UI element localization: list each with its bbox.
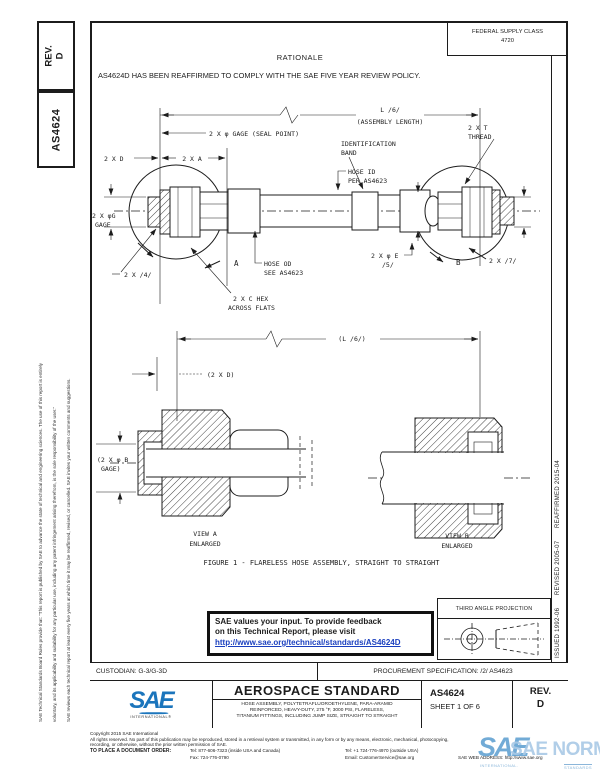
sae-logo-swoosh: [139, 712, 169, 715]
copyright-line: Copyright 2015 SAE International: [90, 731, 159, 736]
figure-caption: FIGURE 1 - FLARELESS HOSE ASSEMBLY, STRA…: [203, 559, 440, 567]
watermark-text: SAE NORM: [510, 739, 600, 760]
label-hex: 2 X C HEX: [233, 295, 268, 303]
label-assembly-length: L /6/: [380, 106, 400, 114]
watermark-international: INTERNATIONAL.: [480, 763, 519, 768]
rev-value: D: [55, 52, 66, 60]
label-dim-2x4: 2 X /4/: [124, 271, 151, 279]
sae-logo-subtext: INTERNATIONAL®: [130, 715, 172, 720]
label-view-a-caption: VIEW A: [193, 530, 217, 538]
document-type-heading: AEROSPACE STANDARD: [213, 681, 421, 700]
fax-number: Fax: 724-776-0790: [190, 755, 229, 760]
doc-number-value: AS4624: [430, 688, 465, 699]
label-enl-gage-b: (2 X φ B: [97, 456, 128, 464]
label-view-b-caption-2: ENLARGED: [441, 542, 472, 550]
doc-number-cell: AS4624 SHEET 1 OF 6: [422, 681, 513, 728]
order-label: TO PLACE A DOCUMENT ORDER:: [90, 748, 172, 754]
third-angle-projection-box: THIRD ANGLE PROJECTION: [437, 598, 551, 660]
label-dim-2xa: 2 X A: [182, 155, 202, 163]
label-enl-length: (L /6/): [338, 335, 365, 343]
titleblock-rev-value: D: [536, 699, 545, 710]
enlarged-views-drawing: [110, 409, 532, 539]
feedback-line1: SAE values your input. To provide feedba…: [215, 617, 382, 626]
document-subtitle-3: TITANIUM FITTINGS, INCLUDING JUMP SIZE, …: [236, 714, 398, 720]
label-gage-g-2: GAGE: [95, 221, 111, 229]
label-view-a-caption-2: ENLARGED: [189, 540, 220, 548]
titleblock-rev-label: REV.: [529, 686, 552, 697]
email-address: Email: CustomerService@sae.org: [345, 755, 415, 760]
web-address: SAE WEB ADDRESS: http://www.sae.org: [458, 755, 543, 760]
upper-assembly-dimensions: [104, 106, 531, 304]
document-subtitle-2: REINFORCED, HEAVY-DUTY, 275 °F, 3000 PSI…: [249, 708, 385, 714]
feedback-link[interactable]: http://www.sae.org/technical/standards/A…: [215, 637, 401, 647]
tel-outside: Tel: +1 724-776-4970 (outside USA): [345, 748, 419, 753]
label-thread-2: THREAD: [468, 133, 492, 141]
label-dim-2x7: 2 X /7/: [489, 257, 516, 265]
procurement-specification: PROCUREMENT SPECIFICATION: /2/ AS4623: [373, 668, 513, 675]
fsc-label: FEDERAL SUPPLY CLASS: [471, 29, 544, 35]
doc-number-box: AS4624: [37, 91, 75, 168]
rationale-body: AS4624D HAS BEEN REAFFIRMED TO COMPLY WI…: [98, 71, 421, 80]
label-hose-od: HOSE OD: [264, 260, 291, 268]
margin-disclaimer-line3: SAE reviews each technical report at lea…: [66, 378, 71, 722]
label-view-b-caption: VIEW B: [445, 532, 469, 540]
label-hose-id: HOSE ID: [348, 168, 375, 176]
sae-norm-watermark: SAE SAE NORM INTERNATIONAL. STANDARDS: [452, 732, 600, 776]
label-hose-id-2: PER AS4623: [348, 177, 387, 185]
feedback-line2: on this Technical Report, please visit: [215, 627, 356, 637]
label-hex-2: ACROSS FLATS: [228, 304, 275, 312]
sheet-number: SHEET 1 OF 6: [430, 702, 480, 711]
label-id-band-2: BAND: [341, 149, 357, 157]
sae-logo-cell: SAE INTERNATIONAL®: [90, 681, 213, 728]
fsc-value: 4720: [501, 37, 514, 44]
upper-assembly-drawing: [114, 164, 540, 261]
label-dim-e: 2 X φ E: [371, 252, 398, 260]
custodian: CUSTODIAN: G-3/G-3D: [90, 663, 318, 680]
label-dim-e-2: /5/: [382, 261, 394, 269]
right-margin-rule: [551, 56, 552, 662]
figure-1-drawing: L /6/ (ASSEMBLY LENGTH) 2 X φ GAGE (SEAL…: [92, 106, 540, 550]
label-dim-2xd: 2 X D: [104, 155, 124, 163]
rev-cell: REV. D: [513, 681, 568, 728]
label-view-b-marker: B: [456, 258, 461, 267]
info-row: CUSTODIAN: G-3/G-3D PROCUREMENT SPECIFIC…: [90, 662, 568, 680]
label-hose-od-2: SEE AS4623: [264, 269, 303, 277]
label-thread: 2 X T: [468, 124, 488, 132]
label-view-a-marker: A: [234, 259, 239, 268]
title-cell: AEROSPACE STANDARD HOSE ASSEMBLY, POLYTE…: [213, 681, 422, 728]
watermark-standards: STANDARDS: [564, 764, 592, 770]
title-block: SAE INTERNATIONAL® AEROSPACE STANDARD HO…: [90, 680, 568, 728]
copyright-footer: Copyright 2015 SAE International All rig…: [90, 731, 570, 771]
rev-box: REV. D: [37, 21, 75, 91]
margin-disclaimer-line2: voluntary, and its applicability and sui…: [52, 406, 57, 722]
rights-line2: recording, or otherwise, without the pri…: [90, 742, 228, 747]
label-gage-g: 2 X φG: [92, 212, 116, 220]
rationale-title: RATIONALE: [276, 53, 324, 62]
feedback-box: SAE values your input. To provide feedba…: [207, 611, 434, 656]
enlarged-views-dimensions: [96, 330, 481, 504]
label-seal-gage: 2 X φ GAGE (SEAL POINT): [209, 130, 299, 138]
document-subtitle-1: HOSE ASSEMBLY, POLYTETRAFLUOROETHYLENE, …: [241, 702, 393, 707]
doc-number: AS4624: [50, 108, 63, 151]
label-enl-2xd: (2 X D): [207, 371, 234, 379]
margin-disclaimer-line1: SAE Technical Standards Board Rules prov…: [38, 363, 43, 722]
third-angle-projection-label: THIRD ANGLE PROJECTION: [438, 599, 550, 619]
sae-logo-text: SAE: [129, 686, 174, 714]
label-id-band: IDENTIFICATION: [341, 140, 396, 148]
label-assembly-length-2: (ASSEMBLY LENGTH): [357, 118, 424, 126]
federal-supply-class-box: FEDERAL SUPPLY CLASS 4720: [447, 21, 568, 56]
label-enl-gage-b-2: GAGE): [101, 465, 121, 473]
watermark-sae-logo: SAE: [478, 732, 530, 762]
tel-inside: Tel: 877-606-7323 (inside USA and Canada…: [190, 748, 281, 753]
rights-line1: All rights reserved. No part of this pub…: [90, 737, 449, 742]
third-angle-projection-icon: [444, 622, 544, 656]
revision-history: ISSUED 1992-06 REVISED 2005-07 REAFFIRME…: [555, 459, 561, 658]
sae-logo: SAE INTERNATIONAL®: [129, 686, 174, 720]
